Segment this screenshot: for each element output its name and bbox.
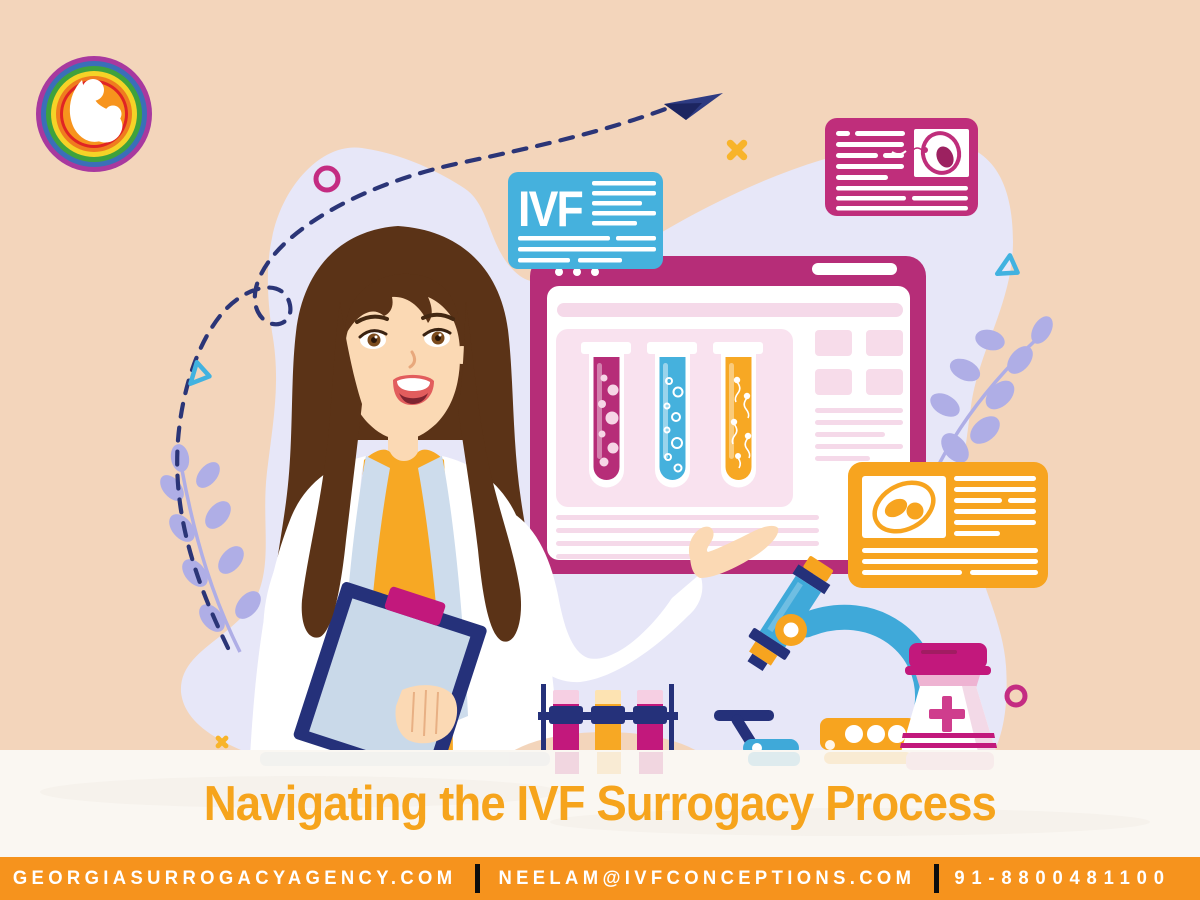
medical-cross-icon bbox=[929, 696, 965, 732]
sparkle-x-top bbox=[726, 139, 748, 161]
left-hand bbox=[395, 685, 458, 744]
screen-thumbnails bbox=[815, 330, 903, 395]
test-tube-blue bbox=[647, 342, 697, 488]
ivf-note-card: IVF bbox=[508, 172, 663, 269]
nose bbox=[408, 350, 417, 369]
face bbox=[344, 289, 461, 440]
circle-outline-top bbox=[313, 165, 341, 193]
fetus-icon bbox=[872, 480, 936, 534]
eyes bbox=[358, 328, 452, 349]
footer-bar: GEORGIASURROGACYAGENCY.COM NEELAM@IVFCON… bbox=[0, 857, 1200, 900]
title-band: Navigating the IVF Surrogacy Process bbox=[0, 750, 1200, 857]
footer-bar-bg bbox=[0, 857, 1200, 900]
footer-phone: 91-8800481100 bbox=[954, 867, 1171, 889]
embryo-report-card bbox=[848, 462, 1048, 588]
page-title: Navigating the IVF Surrogacy Process bbox=[203, 776, 997, 831]
test-tube-magenta bbox=[581, 342, 631, 488]
footer-divider bbox=[475, 864, 481, 893]
ivf-label: IVF bbox=[518, 181, 582, 237]
dashed-route bbox=[175, 105, 671, 651]
paper-plane-icon bbox=[664, 93, 723, 120]
eyebrows bbox=[355, 312, 455, 324]
medicine-bottle-icon bbox=[900, 643, 997, 752]
table-band bbox=[0, 750, 1200, 857]
screen-frame-dots bbox=[555, 268, 599, 276]
female-doctor bbox=[250, 226, 779, 784]
right-hand bbox=[688, 525, 779, 578]
triangle-outline-left bbox=[188, 360, 212, 386]
screen-text-lines-right bbox=[815, 408, 903, 461]
test-tube-rack bbox=[538, 684, 678, 752]
footer-email: NEELAM@IVFCONCEPTIONS.COM bbox=[498, 867, 916, 889]
left-arm-sleeve bbox=[263, 512, 400, 718]
right-arm-sleeve bbox=[482, 505, 703, 683]
fertilization-card bbox=[825, 118, 978, 216]
triangle-outline-right bbox=[994, 253, 1020, 277]
screen-top-button bbox=[812, 263, 897, 275]
test-tube-orange bbox=[713, 342, 763, 488]
screen-title-bar bbox=[557, 303, 903, 317]
mother-baby-silhouette bbox=[69, 79, 123, 143]
hair-strand-left bbox=[301, 302, 362, 638]
footer-divider bbox=[933, 864, 939, 893]
monitor-screen bbox=[530, 256, 926, 574]
footer-website: GEORGIASURROGACYAGENCY.COM bbox=[12, 867, 457, 889]
hair-strand-right bbox=[458, 302, 522, 642]
circle-outline-bottom bbox=[1004, 684, 1028, 708]
mother-baby-logo bbox=[36, 56, 152, 172]
egg-cell-icon bbox=[891, 131, 962, 175]
specimen-tray bbox=[820, 718, 916, 750]
sparkle-x-bottom bbox=[215, 735, 229, 749]
left-hand-fingers bbox=[411, 689, 439, 737]
leaf-branch-left bbox=[160, 444, 261, 653]
leaf-branch-right bbox=[930, 316, 1053, 479]
bangs bbox=[344, 273, 460, 336]
mouth bbox=[393, 374, 434, 405]
